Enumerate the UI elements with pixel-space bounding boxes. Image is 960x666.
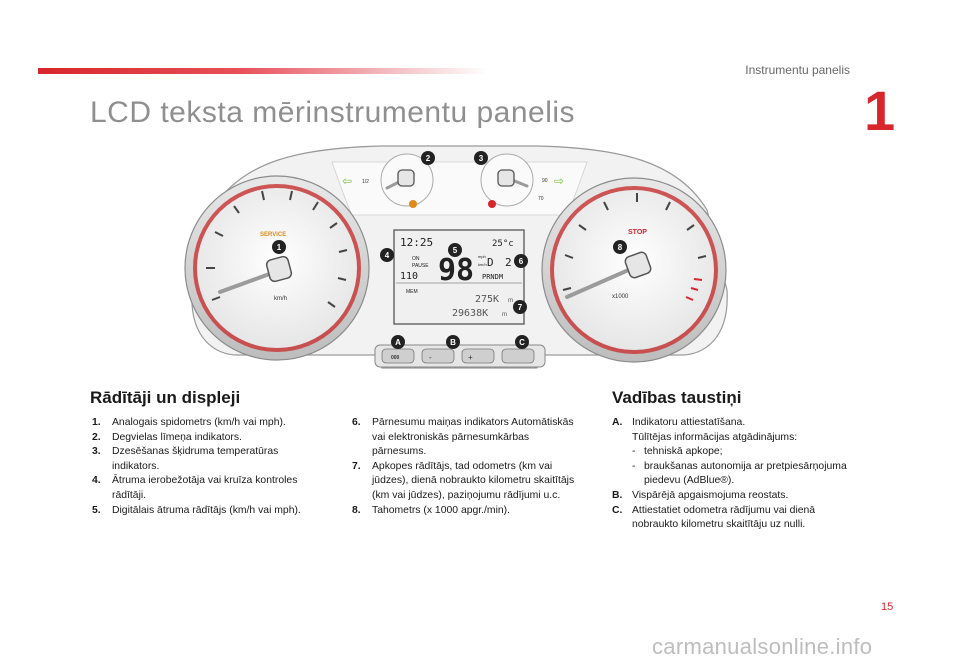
list-item: B.Vispārējā apgaismojuma reostats. — [612, 489, 789, 501]
speedometer-unit: km/h — [274, 296, 287, 302]
callout-7: 7 — [513, 300, 527, 314]
upper-gauge-panel — [331, 161, 588, 216]
control-strip: 000 - + — [374, 344, 546, 368]
list-item: 2.Degvielas līmeņa indikators. — [92, 431, 242, 443]
svg-text:C: C — [519, 338, 525, 347]
svg-text:m: m — [508, 298, 513, 304]
tachometer: x1000 STOP — [541, 177, 727, 363]
list-item: 1.Analogais spidometrs (km/h vai mph). — [92, 417, 286, 428]
displays-list-col2: 6.Pārnesumu maiņas indikators Automātisk… — [352, 416, 578, 518]
controls-list: A. Indikatoru attiestatīšana. Tūlītējas … — [612, 416, 862, 533]
speedometer: km/h SERVICE — [184, 175, 370, 361]
page-number: 15 — [881, 601, 894, 613]
svg-text:110: 110 — [400, 271, 418, 282]
list-subitem: -braukšanas autonomija ar pretpiesārņoju… — [632, 460, 847, 487]
svg-text:90: 90 — [542, 178, 548, 184]
callout-6: 6 — [514, 254, 528, 268]
callout-5: 5 — [448, 243, 462, 257]
svg-text:mph: mph — [478, 254, 486, 259]
callout-1: 1 — [272, 240, 286, 254]
svg-text:B: B — [450, 338, 456, 347]
callout-b: B — [446, 335, 460, 349]
svg-text:1: 1 — [277, 243, 282, 252]
svg-text:7: 7 — [518, 303, 523, 312]
list-item: 8.Tahometrs (x 1000 apgr./min). — [352, 504, 511, 516]
svg-text:km/h: km/h — [478, 262, 487, 267]
svg-text:29638K: 29638K — [452, 308, 488, 319]
svg-text:A: A — [395, 338, 401, 347]
list-item: 6.Pārnesumu maiņas indikators Automātisk… — [352, 417, 574, 458]
svg-text:25°c: 25°c — [492, 239, 514, 249]
svg-text:2: 2 — [505, 256, 512, 269]
callout-3: 3 — [474, 151, 488, 165]
svg-text:4: 4 — [385, 251, 390, 260]
svg-text:275K: 275K — [475, 294, 499, 305]
svg-text:2: 2 — [426, 154, 431, 163]
lcd-display: 12:25 25°c ON PAUSE 110 98 mph km/h D 2 … — [393, 229, 525, 325]
stop-label: STOP — [628, 229, 647, 236]
list-item: C.Attiestatiet odometra rādījumu vai die… — [612, 504, 816, 531]
list-item: 3.Dzesēšanas šķidruma temperatūras indik… — [92, 446, 279, 472]
temperature-gauge: 90 70 — [480, 153, 548, 208]
turn-right-icon: ⇨ — [554, 174, 564, 188]
svg-text:98: 98 — [438, 253, 474, 288]
svg-text:12:25: 12:25 — [400, 236, 433, 249]
list-item: 7.Apkopes rādītājs, tad odometrs (km vai… — [352, 460, 575, 501]
svg-text:8: 8 — [618, 243, 623, 252]
svg-text:1/2: 1/2 — [362, 179, 369, 185]
svg-text:D: D — [487, 256, 494, 269]
svg-text:PAUSE: PAUSE — [412, 263, 429, 269]
section-heading-displays: Rādītāji un displeji — [90, 388, 241, 407]
svg-text:6: 6 — [519, 257, 524, 266]
watermark: carmanualsonline.info — [652, 634, 873, 659]
turn-left-icon: ⇦ — [342, 174, 352, 188]
callout-8: 8 — [613, 240, 627, 254]
svg-text:000: 000 — [391, 355, 400, 361]
svg-text:ON: ON — [412, 256, 420, 262]
list-item: A. Indikatoru attiestatīšana. Tūlītējas … — [612, 417, 798, 443]
header-accent-bar — [38, 68, 488, 74]
page-title: LCD teksta mērinstrumentu panelis — [90, 96, 576, 129]
callout-2: 2 — [421, 151, 435, 165]
svg-text:70: 70 — [538, 196, 544, 202]
svg-text:MEM: MEM — [406, 289, 418, 295]
list-subitem: -tehniskā apkope; — [632, 446, 723, 458]
svg-text:PRNDM: PRNDM — [482, 273, 503, 281]
svg-text:5: 5 — [453, 246, 458, 255]
displays-list-col1: 1.Analogais spidometrs (km/h vai mph). 2… — [92, 416, 328, 518]
service-label: SERVICE — [260, 232, 286, 238]
callout-4: 4 — [380, 248, 394, 262]
svg-text:+: + — [468, 353, 473, 362]
section-title: Instrumentu panelis — [745, 63, 850, 77]
list-item: 4.Ātruma ierobežotāja vai kruīza kontrol… — [92, 475, 298, 501]
callout-c: C — [515, 335, 529, 349]
svg-text:-: - — [429, 353, 432, 362]
list-item: 5.Digitālais ātruma rādītājs (km/h vai m… — [92, 504, 301, 516]
instrument-cluster-figure: km/h SERVICE x1000 STOP 1/2 — [184, 145, 728, 369]
svg-text:3: 3 — [479, 154, 484, 163]
callout-a: A — [391, 335, 405, 349]
svg-text:m: m — [502, 312, 507, 318]
section-heading-controls: Vadības taustiņi — [612, 388, 742, 407]
chapter-number: 1 — [864, 79, 896, 142]
tachometer-unit: x1000 — [612, 294, 629, 300]
fuel-gauge: 1/2 — [362, 153, 434, 208]
